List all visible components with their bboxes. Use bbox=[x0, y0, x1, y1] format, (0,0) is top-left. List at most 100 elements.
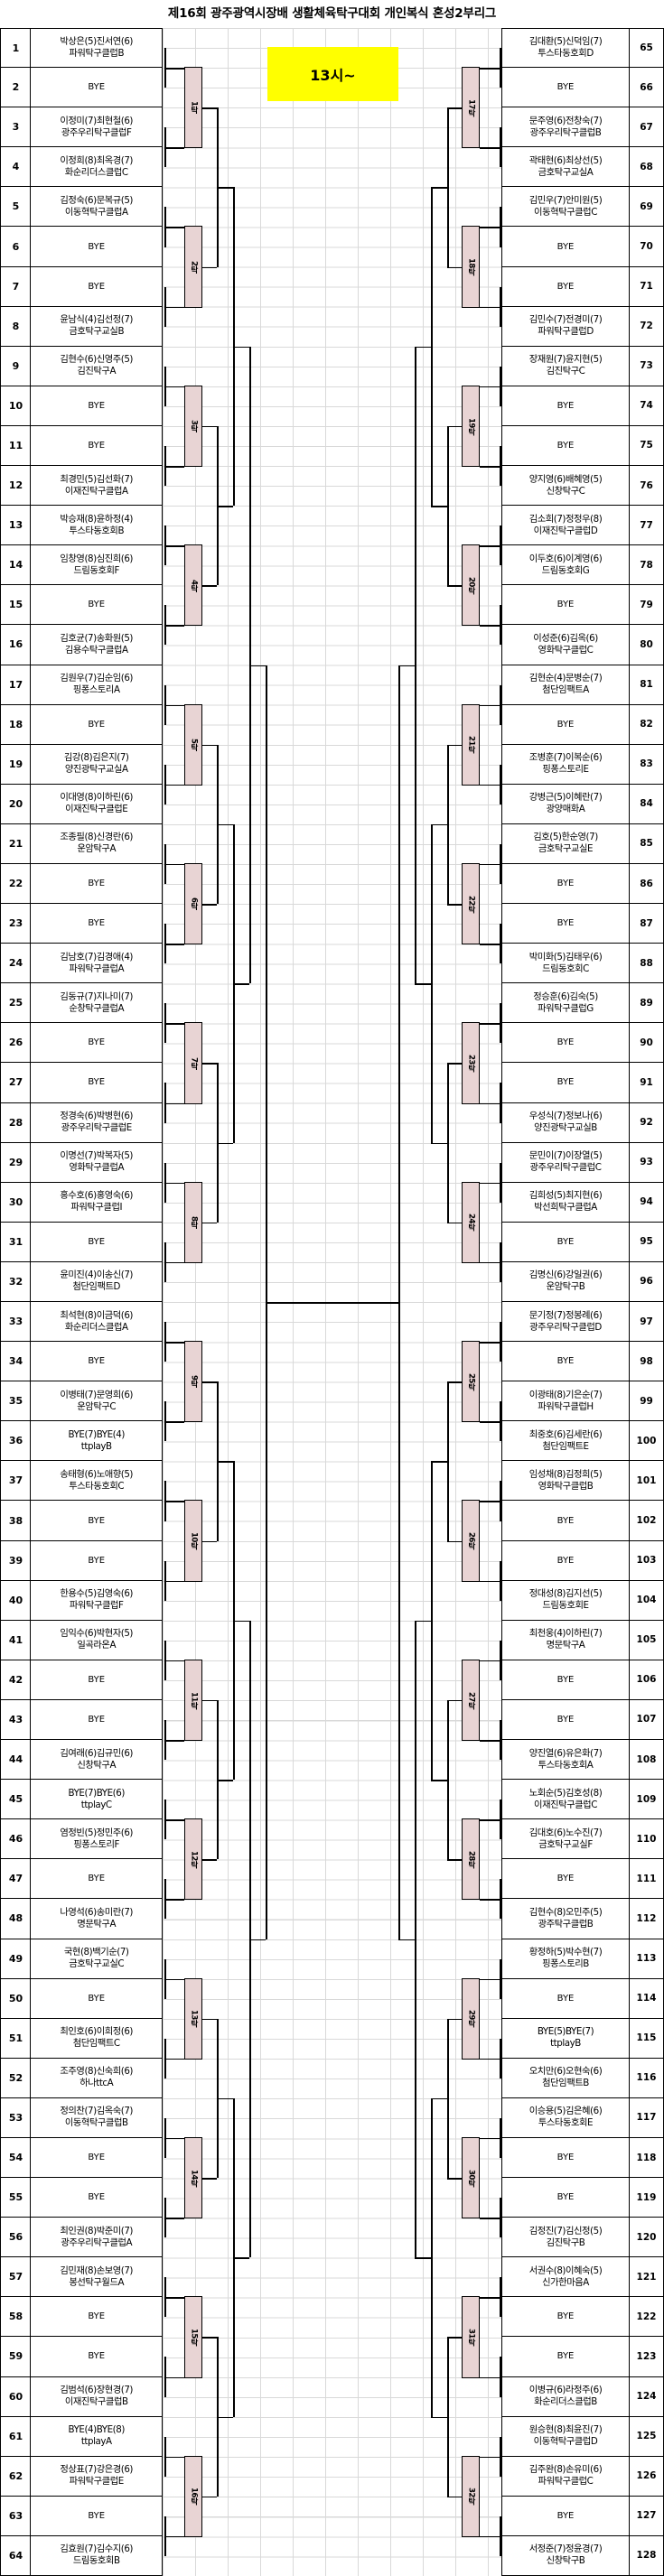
match-box-right-16[interactable]: 32탁 bbox=[462, 2455, 480, 2537]
match-box-right-6[interactable]: 22탁 bbox=[462, 862, 480, 945]
match-box-right-3[interactable]: 19탁 bbox=[462, 385, 480, 468]
match-box-right-13[interactable]: 29탁 bbox=[462, 1977, 480, 2060]
match-box-left-6[interactable]: 6탁 bbox=[184, 862, 202, 945]
match-box-right-8[interactable]: 24탁 bbox=[462, 1181, 480, 1263]
match-box-left-11[interactable]: 11탁 bbox=[184, 1659, 202, 1742]
match-box-right-14[interactable]: 30탁 bbox=[462, 2136, 480, 2219]
match-box-left-5[interactable]: 5탁 bbox=[184, 703, 202, 786]
match-box-left-16[interactable]: 16탁 bbox=[184, 2455, 202, 2537]
match-box-right-4[interactable]: 20탁 bbox=[462, 544, 480, 627]
match-box-right-11[interactable]: 27탁 bbox=[462, 1659, 480, 1742]
match-box-right-2[interactable]: 18탁 bbox=[462, 226, 480, 308]
match-box-right-15[interactable]: 31탁 bbox=[462, 2296, 480, 2378]
match-box-left-2[interactable]: 2탁 bbox=[184, 226, 202, 308]
match-box-right-9[interactable]: 25탁 bbox=[462, 1341, 480, 1423]
match-box-left-1[interactable]: 1탁 bbox=[184, 67, 202, 149]
match-box-left-15[interactable]: 15탁 bbox=[184, 2296, 202, 2378]
match-box-left-7[interactable]: 7탁 bbox=[184, 1022, 202, 1104]
match-box-right-10[interactable]: 26탁 bbox=[462, 1500, 480, 1582]
match-box-right-12[interactable]: 28탁 bbox=[462, 1818, 480, 1901]
match-box-left-8[interactable]: 8탁 bbox=[184, 1181, 202, 1263]
